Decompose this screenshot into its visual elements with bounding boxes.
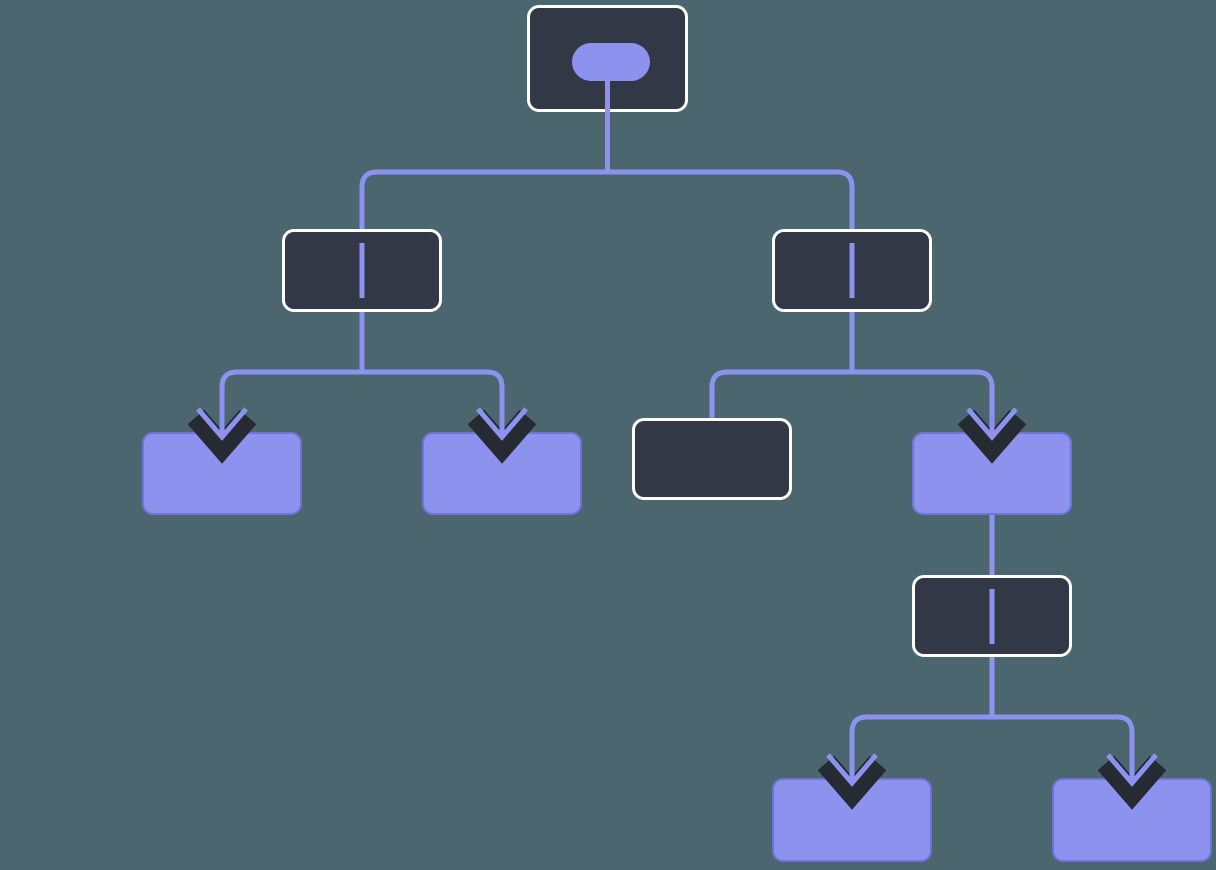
edge-n2b-to-n3c <box>709 312 855 432</box>
node-root[interactable] <box>527 5 688 112</box>
node-level3-c[interactable] <box>632 418 792 500</box>
root-pill-shape <box>572 43 650 81</box>
edge-n2a-to-n3a <box>219 312 365 448</box>
node-level4[interactable] <box>912 575 1072 657</box>
edge-n4-to-n5a <box>849 657 995 793</box>
edge-n4-to-n5b <box>989 657 1135 793</box>
edge-n2a-to-n3b <box>359 312 505 448</box>
node-level5-a[interactable] <box>772 778 932 862</box>
node-level3-d[interactable] <box>912 432 1072 515</box>
node-level2-left[interactable] <box>282 229 442 312</box>
edge-n2b-to-n3d <box>849 312 995 448</box>
edge-root-to-n2a <box>359 169 608 300</box>
node-level5-b[interactable] <box>1052 778 1212 862</box>
node-level3-a[interactable] <box>142 432 302 515</box>
edge-root-to-n2b <box>607 169 855 300</box>
node-level3-b[interactable] <box>422 432 582 515</box>
node-level2-right[interactable] <box>772 229 932 312</box>
